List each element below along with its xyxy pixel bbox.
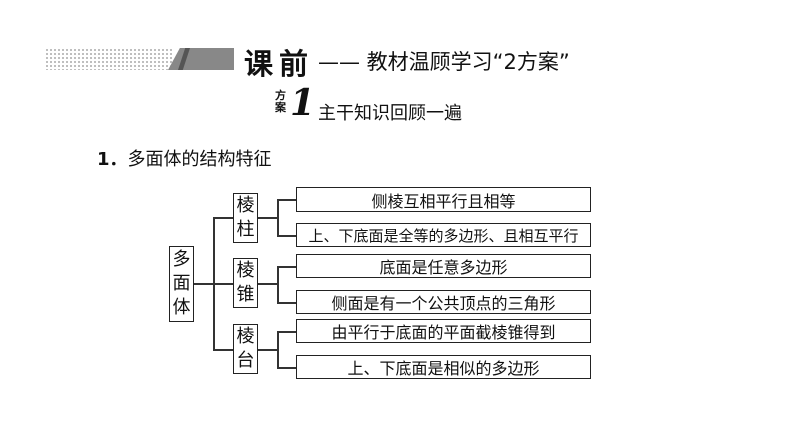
branch-prism: 棱柱 [233,193,258,243]
connector [257,349,277,351]
root-node: 多面体 [169,246,194,322]
leaf-node: 底面是任意多边形 [296,254,591,278]
connector [277,235,296,237]
leaf-node: 由平行于底面的平面截棱锥得到 [296,319,591,343]
connector [257,283,277,285]
connector [277,266,296,268]
connector [277,199,279,235]
scheme-label: 方案 [275,89,286,114]
scheme-number: 1 [290,82,316,124]
connector [213,217,233,219]
branch-pyramid: 棱锥 [233,258,258,308]
connector [193,283,213,285]
leaf-node: 上、下底面是全等的多边形、且相互平行 [296,223,591,247]
header-subtitle: —— 教材温顾学习“2方案” [318,50,570,74]
section-heading: 1．多面体的结构特征 [97,149,272,170]
header-title: 课前 [244,47,315,81]
scheme-title: 主干知识回顾一遍 [318,103,462,124]
leaf-node: 侧面是有一个公共顶点的三角形 [296,290,591,314]
connector [213,349,233,351]
leaf-node: 上、下底面是相似的多边形 [296,355,591,379]
connector [277,266,279,302]
connector [257,217,277,219]
branch-frustum: 棱台 [233,324,258,374]
connector [277,199,296,201]
connector [277,331,296,333]
leaf-node: 侧棱互相平行且相等 [296,187,591,212]
connector [213,283,233,285]
header-grey-bar [168,48,234,70]
connector [277,367,296,369]
header-dotted-band [45,48,173,70]
connector [277,331,279,367]
connector [277,302,296,304]
